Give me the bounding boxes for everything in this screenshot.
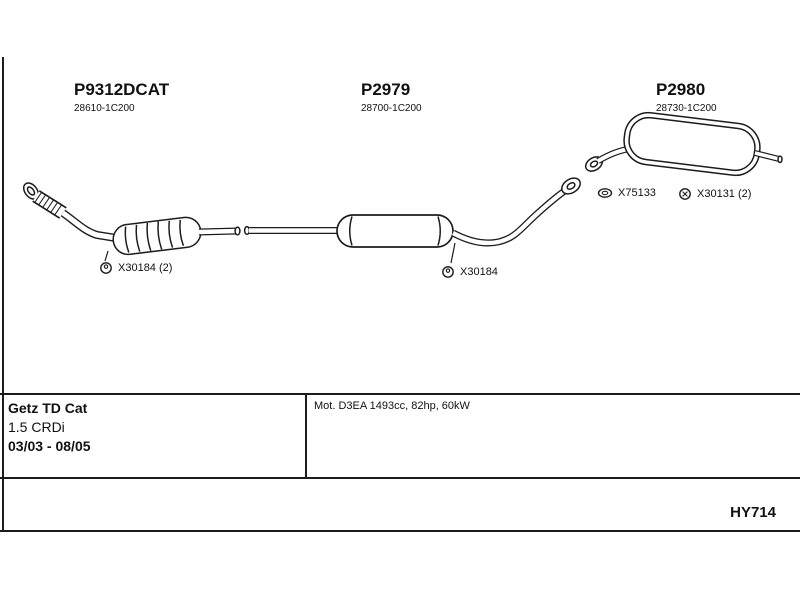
center-inlet-pipe	[243, 225, 339, 236]
fitting-mount-rear: X30131 (2)	[678, 187, 751, 201]
part-label-rear: P2980 28730-1C200	[656, 80, 717, 114]
fitting-label: X30131 (2)	[697, 188, 752, 200]
part-label-front: P9312DCAT 28610-1C200	[74, 80, 169, 114]
system-code: HY714	[730, 504, 776, 521]
center-outlet-pipe	[451, 187, 569, 247]
vehicle-period: 03/03 - 08/05	[8, 438, 91, 454]
cat-outlet-pipe	[198, 226, 241, 236]
oem-reference: 28730-1C200	[656, 103, 717, 114]
fitting-label: X30184	[460, 266, 498, 278]
hanger-icon	[100, 262, 112, 274]
gasket-icon	[597, 188, 613, 198]
fitting-label: X30184 (2)	[118, 262, 173, 274]
vehicle-engine: 1.5 CRDi	[8, 419, 65, 435]
front-downpipe	[60, 209, 117, 242]
left-border	[2, 57, 4, 532]
rear-muffler	[623, 111, 761, 177]
vehicle-model: Getz TD Cat	[8, 400, 88, 416]
part-number: P2980	[656, 80, 706, 99]
hanger-icon	[442, 266, 454, 278]
table-column-divider	[305, 393, 307, 479]
fitting-hanger-front: X30184 (2)	[99, 261, 172, 275]
tail-pipe	[754, 150, 783, 164]
motor-info: Mot. D3EA 1493cc, 82hp, 60kW	[314, 400, 470, 412]
oem-reference: 28610-1C200	[74, 103, 135, 114]
part-number: P2979	[361, 80, 411, 99]
fitting-gasket-rear: X75133	[597, 187, 656, 199]
hanger-stem-front	[104, 250, 109, 262]
front-pipe-inlet-coupler	[22, 182, 40, 200]
table-middle-rule	[0, 477, 800, 479]
vehicle-info: Getz TD Cat 1.5 CRDi 03/03 - 08/05	[8, 399, 91, 456]
exhaust-system-diagram	[22, 111, 783, 264]
center-flange	[561, 177, 581, 195]
oem-reference: 28700-1C200	[361, 103, 422, 114]
fitting-hanger-center: X30184	[441, 265, 498, 279]
fitting-label: X75133	[618, 187, 656, 199]
part-label-center: P2979 28700-1C200	[361, 80, 422, 114]
table-top-rule	[0, 393, 800, 395]
table-bottom-rule	[0, 530, 800, 532]
part-number: P9312DCAT	[74, 80, 170, 99]
hanger-stem-center	[450, 242, 456, 264]
catalytic-converter	[112, 216, 202, 256]
front-flex-pipe	[32, 190, 67, 219]
mount-icon	[679, 188, 691, 200]
center-muffler	[336, 214, 454, 248]
